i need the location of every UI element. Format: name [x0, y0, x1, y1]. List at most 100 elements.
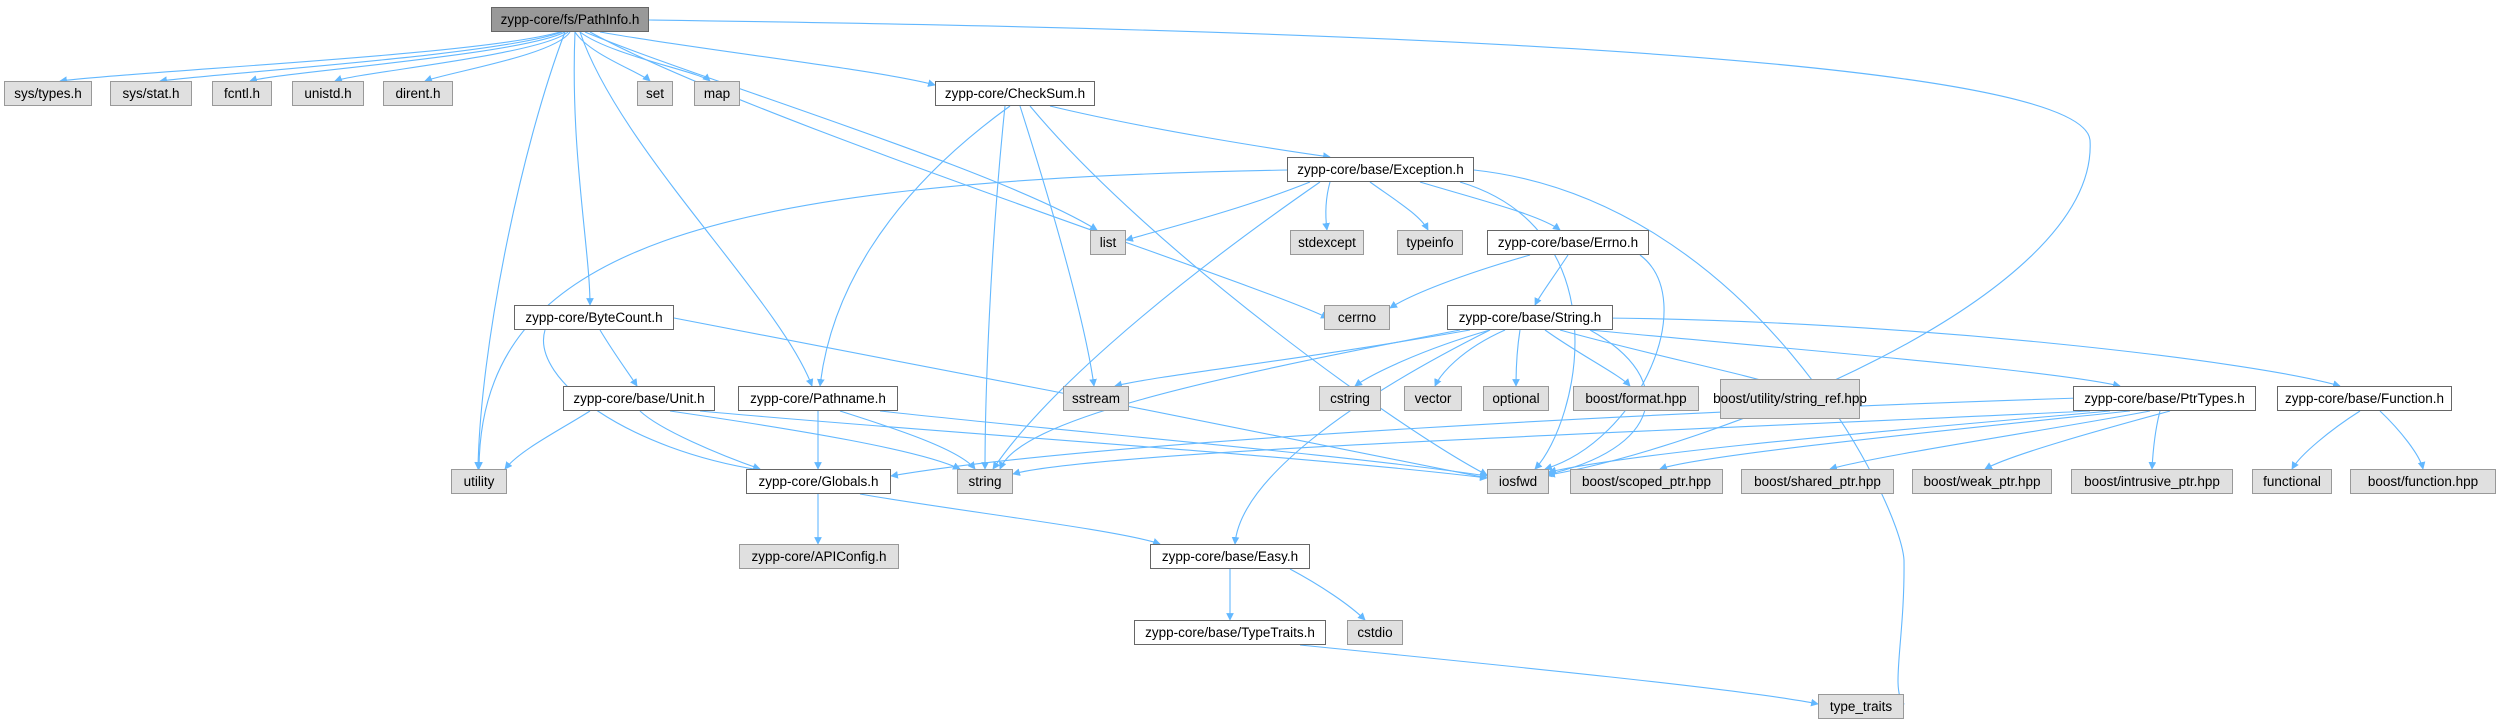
- node-globals[interactable]: zypp-core/Globals.h: [746, 469, 891, 494]
- node-map: map: [694, 81, 740, 106]
- dependency-edge: [1544, 329, 1631, 387]
- node-utility: utility: [451, 469, 507, 494]
- dependency-edge: [599, 329, 638, 387]
- dependency-edge: [59, 31, 561, 84]
- dependency-edge: [2148, 410, 2161, 470]
- dependency-edge: [859, 493, 1161, 546]
- dependency-edge: [1389, 254, 1531, 309]
- node-unit[interactable]: zypp-core/base/Unit.h: [563, 386, 715, 411]
- node-functional: functional: [2252, 469, 2332, 494]
- dependency-edge: [1369, 181, 1429, 231]
- dependency-edge: [1599, 317, 2341, 388]
- dependency-edge: [1434, 329, 1506, 387]
- node-set: set: [637, 81, 673, 106]
- dependency-edge: [1049, 105, 1331, 160]
- node-checksum[interactable]: zypp-core/CheckSum.h: [935, 81, 1095, 106]
- node-sstream: sstream: [1063, 386, 1129, 411]
- node-typeinfo: typeinfo: [1397, 230, 1463, 255]
- dependency-edge: [639, 410, 761, 471]
- dependency-edge: [475, 169, 1291, 470]
- dependency-edge: [1589, 329, 2121, 389]
- dependency-edge: [1544, 254, 1665, 471]
- dependency-edge: [1354, 329, 1491, 387]
- dependency-edge: [1512, 329, 1521, 387]
- node-sys-types: sys/types.h: [4, 81, 92, 106]
- node-boost-weak: boost/weak_ptr.hpp: [1912, 469, 2052, 494]
- dependency-edge: [579, 31, 711, 82]
- dependency-edge: [1659, 410, 2131, 471]
- dependency-edge: [1322, 181, 1331, 231]
- node-unistd: unistd.h: [292, 81, 364, 106]
- dependency-edge: [1829, 410, 2151, 471]
- dependency-edge: [574, 31, 651, 82]
- dependency-edge: [1029, 105, 1488, 476]
- dependency-edge: [1559, 329, 1781, 388]
- node-exception[interactable]: zypp-core/base/Exception.h: [1287, 157, 1474, 182]
- dependency-edge: [999, 329, 1461, 470]
- dependency-edge: [474, 31, 566, 470]
- dependency-edge: [579, 31, 814, 387]
- dependency-edge: [249, 31, 566, 83]
- node-easy[interactable]: zypp-core/base/Easy.h: [1150, 544, 1310, 569]
- node-type-traits: type_traits: [1818, 694, 1904, 719]
- node-errno[interactable]: zypp-core/base/Errno.h: [1487, 230, 1649, 255]
- dependency-edge: [1534, 254, 1569, 306]
- node-boost-function: boost/function.hpp: [2350, 469, 2496, 494]
- dependency-edge: [159, 31, 563, 84]
- dependency-edge: [890, 397, 2081, 479]
- node-cerrno: cerrno: [1324, 305, 1390, 330]
- node-fcntl: fcntl.h: [212, 81, 272, 106]
- dependency-edge: [2291, 410, 2361, 470]
- dependency-edge: [1125, 181, 1311, 242]
- node-function[interactable]: zypp-core/base/Function.h: [2277, 386, 2452, 411]
- dependency-edge: [1012, 410, 2091, 476]
- dependency-edge: [1419, 181, 1561, 231]
- node-pathinfo: zypp-core/fs/PathInfo.h: [491, 7, 649, 32]
- dependency-edge: [816, 105, 1011, 387]
- dependency-edge: [1289, 568, 1366, 621]
- node-bytecount[interactable]: zypp-core/ByteCount.h: [514, 305, 674, 330]
- node-cstring: cstring: [1319, 386, 1381, 411]
- dependency-edge: [879, 410, 1488, 479]
- node-stdexcept: stdexcept: [1290, 230, 1364, 255]
- node-ptrtypes[interactable]: zypp-core/base/PtrTypes.h: [2073, 386, 2256, 411]
- node-string-h[interactable]: zypp-core/base/String.h: [1447, 305, 1613, 330]
- node-cstdio: cstdio: [1347, 620, 1403, 645]
- dependency-edge: [1548, 410, 2111, 475]
- dependency-edge: [992, 181, 1321, 470]
- node-optional: optional: [1483, 386, 1549, 411]
- dependency-edge: [584, 31, 1098, 231]
- node-boost-intrusive: boost/intrusive_ptr.hpp: [2071, 469, 2233, 494]
- dependency-edge: [504, 410, 591, 470]
- node-boost-scoped: boost/scoped_ptr.hpp: [1570, 469, 1723, 494]
- node-dirent: dirent.h: [383, 81, 453, 106]
- node-boost-string-ref: boost/utility/string_ref.hpp: [1713, 379, 1867, 419]
- dependency-edge: [1544, 329, 1647, 478]
- node-typetraits[interactable]: zypp-core/base/TypeTraits.h: [1134, 620, 1326, 645]
- node-boost-format: boost/format.hpp: [1573, 386, 1699, 411]
- dependency-edge: [2379, 410, 2426, 470]
- dependency-edge: [699, 410, 1488, 481]
- dependency-edge: [981, 105, 1006, 470]
- dependency-edge: [1019, 105, 1097, 387]
- dependency-edge: [334, 31, 569, 83]
- node-vector: vector: [1404, 386, 1462, 411]
- node-string: string: [957, 469, 1013, 494]
- node-list: list: [1090, 230, 1126, 255]
- node-boost-shared: boost/shared_ptr.hpp: [1741, 469, 1894, 494]
- dependency-edge: [669, 410, 961, 470]
- dependency-edge: [1299, 644, 1819, 707]
- node-sys-stat: sys/stat.h: [110, 81, 192, 106]
- node-pathname[interactable]: zypp-core/Pathname.h: [738, 386, 898, 411]
- dependency-edge: [543, 329, 761, 473]
- dependency-edge: [599, 31, 936, 87]
- node-apiconfig: zypp-core/APIConfig.h: [739, 544, 899, 569]
- dependency-edge: [1231, 329, 1491, 545]
- dependency-edge: [424, 31, 571, 83]
- dependency-edge: [589, 31, 1329, 319]
- dependency-edge: [839, 410, 976, 470]
- node-iosfwd: iosfwd: [1487, 469, 1549, 494]
- dependency-edge: [573, 31, 594, 306]
